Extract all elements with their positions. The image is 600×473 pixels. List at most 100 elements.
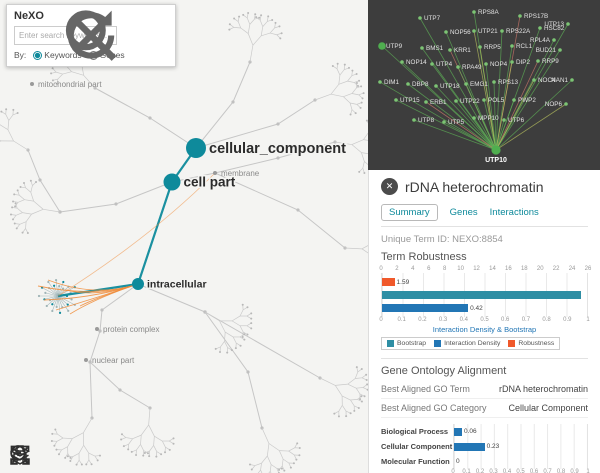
- svg-text:UTP7: UTP7: [424, 15, 441, 22]
- zoom-out-button[interactable]: [44, 443, 68, 467]
- gene-node[interactable]: ERB1: [424, 99, 447, 106]
- axis-tick: 0.3: [489, 469, 497, 473]
- hub-gene-node[interactable]: UTP10: [485, 145, 507, 164]
- axis-tick: 0: [451, 469, 454, 473]
- gene-node[interactable]: NOP4: [484, 61, 507, 68]
- axis-tick: 0.4: [503, 469, 511, 473]
- layers-button[interactable]: [152, 443, 176, 467]
- gene-node[interactable]: POL5: [482, 97, 504, 104]
- term-robustness-heading: Term Robustness: [381, 251, 588, 263]
- axis-tick: 0.8: [542, 317, 550, 324]
- term-node[interactable]: [132, 278, 144, 290]
- term-title: rDNA heterochromatin: [405, 179, 544, 195]
- legend-item: Bootstrap: [387, 340, 426, 347]
- gene-node[interactable]: DIM1: [378, 79, 399, 86]
- svg-text:NOP56: NOP56: [450, 29, 471, 36]
- gene-network-panel[interactable]: UTP7RPS8ARPS17BUTP13NOP56UTP21RPS22AHSC8…: [368, 0, 600, 170]
- axis-tick: 16: [505, 266, 512, 273]
- legend-item: Interaction Density: [434, 340, 500, 347]
- svg-text:RRP9: RRP9: [542, 58, 559, 65]
- tab-interactions[interactable]: Interactions: [490, 207, 539, 218]
- go-chart-axis: 00.10.20.30.40.50.60.70.80.91: [453, 469, 588, 473]
- term-detail-panel: ✕ rDNA heterochromatin SummaryGenesInter…: [368, 170, 600, 473]
- gene-node[interactable]: RPS22A: [500, 28, 531, 35]
- gene-node[interactable]: RCL1: [510, 43, 532, 50]
- axis-tick: 0.1: [398, 317, 406, 324]
- axis-tick: 1: [586, 317, 589, 324]
- close-icon[interactable]: ✕: [381, 178, 398, 195]
- clear-icon[interactable]: [155, 29, 168, 42]
- svg-text:UTP15: UTP15: [400, 97, 420, 104]
- go-category-label: Biological Process: [381, 427, 453, 436]
- svg-text:DBP8: DBP8: [412, 81, 429, 88]
- svg-text:NOP14: NOP14: [406, 59, 427, 66]
- axis-tick: 26: [585, 266, 592, 273]
- axis-tick: 0.7: [543, 469, 551, 473]
- gene-node[interactable]: NOP14: [400, 59, 427, 66]
- gene-network[interactable]: UTP7RPS8ARPS17BUTP13NOP56UTP21RPS22AHSC8…: [368, 0, 600, 170]
- axis-tick: 0.8: [557, 469, 565, 473]
- svg-text:DIP2: DIP2: [516, 59, 530, 66]
- bar-value: 0: [456, 458, 460, 465]
- gene-node[interactable]: UTP9: [378, 42, 402, 50]
- svg-text:MPP10: MPP10: [478, 115, 499, 122]
- svg-text:RPS8A: RPS8A: [478, 9, 499, 16]
- svg-text:UTP5: UTP5: [448, 119, 465, 126]
- gene-node[interactable]: RRP5: [478, 44, 501, 51]
- gene-node[interactable]: UTP15: [394, 97, 420, 104]
- svg-text:RPA49: RPA49: [462, 64, 482, 71]
- term-node[interactable]: [164, 174, 181, 191]
- svg-text:RPS17B: RPS17B: [524, 13, 548, 20]
- gene-node[interactable]: RPS13: [492, 79, 518, 86]
- axis-tick: 22: [553, 266, 560, 273]
- top-axis: 02468101214161820222426: [381, 266, 588, 273]
- term-label: mitochondrial part: [38, 80, 102, 89]
- bar-row-robustness: 1.59: [382, 276, 587, 288]
- axis-tick: 0.6: [530, 469, 538, 473]
- fit-to-screen-button[interactable]: [80, 443, 104, 467]
- svg-text:RPS13: RPS13: [498, 79, 518, 86]
- axis-tick: 0.6: [501, 317, 509, 324]
- gene-node[interactable]: HSC82: [538, 25, 565, 32]
- bar-value: 0.42: [470, 305, 483, 312]
- gene-node[interactable]: RPS8A: [472, 9, 499, 16]
- gene-node[interactable]: RRP9: [536, 58, 559, 65]
- gene-node[interactable]: UTP8: [412, 117, 434, 124]
- svg-text:UTP10: UTP10: [485, 157, 507, 164]
- svg-text:BMS1: BMS1: [426, 45, 444, 52]
- gene-node[interactable]: UTP4: [430, 61, 452, 68]
- svg-text:PWP2: PWP2: [518, 97, 536, 104]
- gene-node[interactable]: UTP21: [472, 28, 498, 35]
- tab-genes[interactable]: Genes: [450, 207, 478, 218]
- chart-legend: Bootstrap Interaction Density Robustness: [381, 337, 560, 350]
- go-alignment-heading: Gene Ontology Alignment: [381, 358, 588, 377]
- axis-tick: 2: [395, 266, 398, 273]
- svg-text:HSC82: HSC82: [544, 25, 565, 32]
- gene-node[interactable]: NOP56: [444, 29, 471, 36]
- tab-summary[interactable]: Summary: [381, 204, 438, 221]
- gene-node[interactable]: NOP6: [545, 101, 568, 108]
- gene-node[interactable]: UTP18: [434, 83, 460, 90]
- gene-node[interactable]: RPL4A: [530, 37, 556, 44]
- ontology-tree[interactable]: mitochondrial partmembraneprotein comple…: [0, 0, 368, 473]
- term-node[interactable]: [186, 138, 206, 158]
- axis-tick: 12: [473, 266, 480, 273]
- bar-row-bootstrap: [382, 289, 587, 301]
- svg-text:POL5: POL5: [488, 97, 505, 104]
- gene-node[interactable]: RPS17B: [518, 13, 548, 20]
- legend-item: Robustness: [508, 340, 554, 347]
- robustness-chart: 02468101214161820222426 1.590.42 00.10.2…: [381, 266, 588, 350]
- gene-node[interactable]: NAN1: [551, 77, 574, 84]
- gene-node[interactable]: DIP2: [510, 59, 530, 66]
- alignment-table: Best Aligned GO TermrDNA heterochromatin…: [381, 380, 588, 418]
- ontology-canvas[interactable]: mitochondrial partmembraneprotein comple…: [0, 0, 368, 473]
- robustness-plot: 1.59 0.42: [381, 273, 588, 317]
- term-label: protein complex: [103, 325, 159, 334]
- detail-header: ✕ rDNA heterochromatin: [381, 178, 588, 195]
- svg-text:RRP5: RRP5: [484, 44, 501, 51]
- layout-button[interactable]: [116, 443, 140, 467]
- gene-node[interactable]: DBP8: [406, 81, 429, 88]
- axis-tick: 0.9: [563, 317, 571, 324]
- gene-node[interactable]: PWP2: [512, 97, 536, 104]
- term-node-label: cellular_component: [209, 141, 346, 157]
